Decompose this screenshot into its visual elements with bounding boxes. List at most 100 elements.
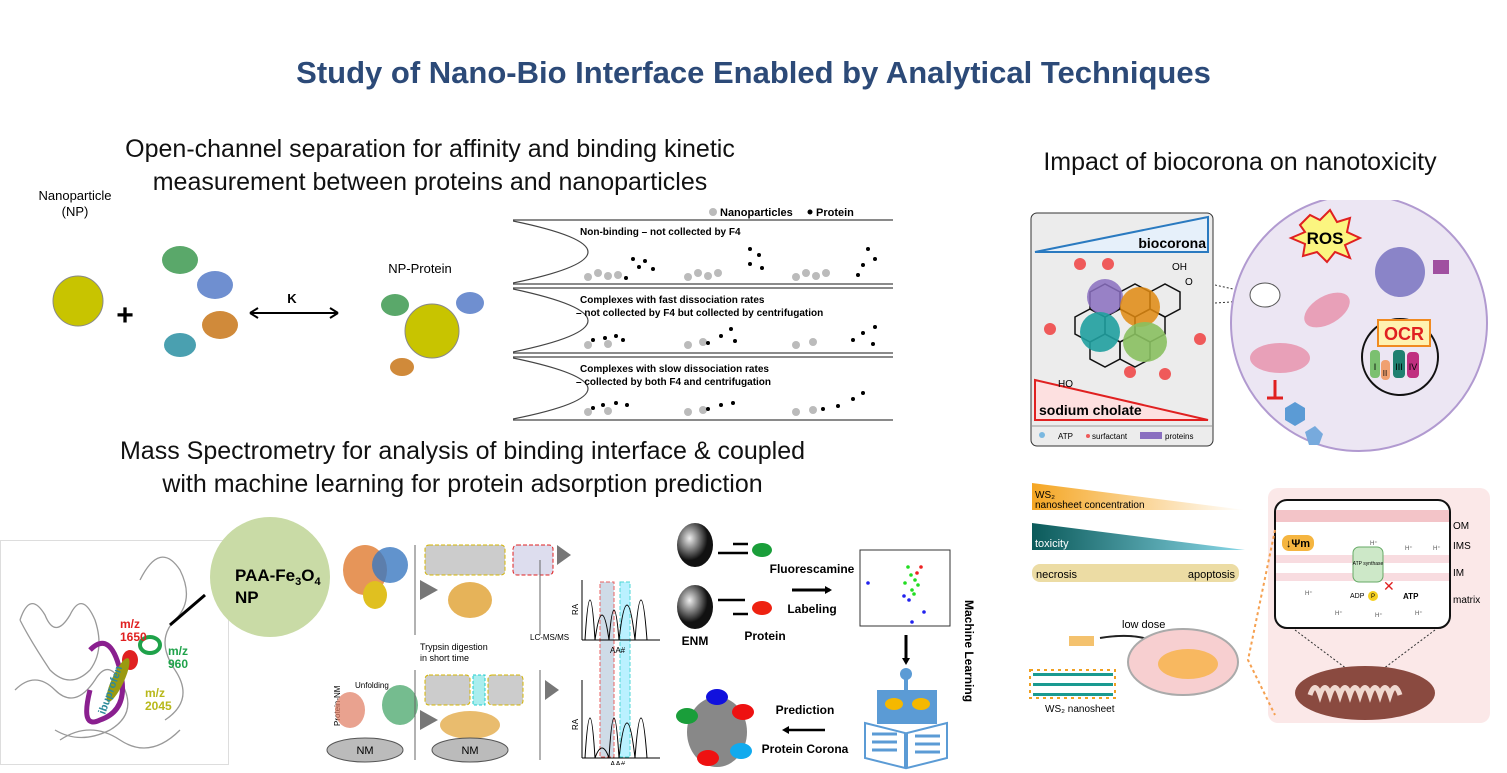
phosphate-label: P [1371, 594, 1375, 600]
legend-nanoparticles: Nanoparticles [720, 207, 793, 219]
mz-label-1-line2: 1650 [120, 630, 147, 644]
mitochondrion-icon [1304, 292, 1350, 328]
ws2-lattice-icon [1029, 669, 1116, 699]
low-dose-label: low dose [1122, 619, 1165, 631]
complex-iii-label: III [1395, 362, 1403, 372]
np-circle-label-np: NP [235, 588, 259, 607]
nanoparticle-circle [52, 275, 104, 327]
robot-icon [864, 668, 948, 770]
f4-channel-diagram: Nanoparticles Protein Non-binding – not … [513, 207, 893, 421]
ims-label: IMS [1453, 541, 1471, 552]
proton-label: H⁺ [1405, 545, 1413, 552]
aa-axis-label-1: AA# [610, 646, 626, 655]
necrosis-label: necrosis [1036, 569, 1077, 581]
proton-label: H⁺ [1415, 610, 1423, 617]
plus-sign: + [116, 299, 134, 332]
np-formula-part1: PAA-Fe [235, 566, 295, 585]
sodium-cholate-label: sodium cholate [1039, 402, 1142, 418]
prediction-label: Prediction [776, 703, 835, 717]
channel-2-label-line2: – not collected by F4 but collected by c… [576, 308, 823, 319]
mitochondrion-icon [1250, 343, 1310, 373]
ws2-gradient-panel: WS₂ nanosheet concentration toxicity nec… [1029, 483, 1245, 715]
ho-label: HO [1058, 379, 1073, 390]
native-protein-icon [343, 545, 408, 609]
channel-3-label-line2: – collected by both F4 and centrifugatio… [576, 377, 771, 388]
protein-dots [591, 247, 877, 411]
np-protein-complex [404, 303, 460, 359]
np-formula-sub1: 3 [295, 576, 301, 588]
proton-label: H⁺ [1370, 540, 1378, 547]
blocked-x-icon: ✕ [1383, 578, 1395, 594]
nm-label-2: NM [461, 745, 478, 757]
mz-label-2-line1: m/z [168, 644, 188, 658]
protein-cluster-icon [162, 246, 238, 357]
protein-label: Protein [744, 629, 785, 643]
ws2-nanosheet-label: WS₂ nanosheet [1045, 704, 1115, 715]
proton-label: H⁺ [1305, 590, 1313, 597]
enm-sphere-icon [677, 523, 713, 567]
mitochondrion-icon [1295, 666, 1435, 720]
legend-proteins: proteins [1165, 432, 1193, 441]
np-label-line1: Nanoparticle [39, 188, 112, 203]
machine-learning-label: Machine Learning [962, 600, 976, 702]
apoptosis-label: apoptosis [1188, 569, 1236, 581]
unfolding-label: Unfolding [355, 681, 389, 690]
toxicity-heading: Impact of biocorona on nanotoxicity [1043, 148, 1437, 176]
toxicity-gradient [1032, 523, 1245, 550]
separation-heading-line1: Open-channel separation for affinity and… [125, 135, 735, 163]
scatter-points-green [903, 565, 920, 596]
ws2-flake-icon [1069, 636, 1094, 646]
k-label: K [287, 291, 297, 306]
mz-label-3-line1: m/z [145, 686, 165, 700]
membrane-potential-label: ↓Ψm [1286, 538, 1310, 550]
proton-label: H⁺ [1375, 612, 1383, 619]
ms-heading-line1: Mass Spectrometry for analysis of bindin… [119, 437, 806, 465]
ws2-concentration-line2: nanosheet concentration [1035, 500, 1145, 511]
mz-label-3-line2: 2045 [145, 699, 172, 713]
oh-label: OH [1172, 262, 1187, 273]
ms-heading: Mass Spectrometry for analysis of bindin… [40, 435, 885, 501]
enm-label: ENM [682, 634, 709, 648]
channel-2-label-line1: Complexes with fast dissociation rates [580, 295, 765, 306]
paa-fe3o4-np-circle: PAA-Fe3O4 NP [210, 517, 330, 637]
channel-1-label: Non-binding – not collected by F4 [580, 227, 741, 238]
complex-iv-label: IV [1409, 362, 1418, 372]
machine-learning-diagram: ENM Protein Fluorescamine Labeling Machi… [676, 523, 976, 770]
nm-label-1: NM [356, 745, 373, 757]
ra-axis-label-2: RA [571, 718, 580, 730]
np-formula-sub2: 4 [315, 576, 322, 588]
np-label-line2: (NP) [62, 204, 89, 219]
aa-axis-label-2: AA# [610, 760, 626, 765]
ms-spectra [581, 580, 660, 759]
ws2-concentration-line1: WS₂ [1035, 490, 1055, 501]
complex-ii-label: II [1383, 369, 1387, 378]
complex-i-label: I [1374, 362, 1377, 372]
np-formula-o: O [301, 566, 314, 585]
protein-structure-image: m/z 1650 m/z 960 m/z 2045 ibuprofen [0, 540, 229, 765]
necrosis-apoptosis-bar [1032, 564, 1239, 582]
ocr-label: OCR [1384, 324, 1424, 344]
om-label: OM [1453, 521, 1469, 532]
ms-heading-line2: with machine learning for protein adsorp… [162, 470, 763, 498]
biocorona-panel: biocorona sodium cholate OH O HO ATP sur… [1030, 212, 1214, 447]
trypsin-digestion-diagram: Trypsin digestion in short time Protein-… [326, 544, 660, 765]
labeling-label: Labeling [787, 602, 836, 616]
mz-label-2-line2: 960 [168, 657, 188, 671]
protein-corona-label: Protein Corona [762, 742, 849, 756]
scatter-points-blue [866, 581, 926, 624]
scatter-points-red [915, 565, 923, 575]
trypsin-label-line2: in short time [420, 653, 469, 663]
trypsin-label-line1: Trypsin digestion [420, 642, 488, 652]
enm-sphere-icon [677, 585, 713, 629]
legend-protein: Protein [816, 207, 854, 219]
fluorescamine-label: Fluorescamine [770, 562, 855, 576]
mz-label-1-line1: m/z [120, 617, 140, 631]
lcmsms-label: LC-MS/MS [530, 633, 569, 642]
channel-3-label-line1: Complexes with slow dissociation rates [580, 364, 769, 375]
atp-product-label: ATP [1403, 592, 1419, 601]
toxicity-label: toxicity [1035, 538, 1069, 550]
o-label: O [1185, 277, 1193, 288]
ws2-concentration-gradient [1032, 483, 1245, 510]
biocorona-label: biocorona [1138, 235, 1206, 251]
svg-text:PAA-Fe3O4: PAA-Fe3O4 [235, 566, 322, 588]
